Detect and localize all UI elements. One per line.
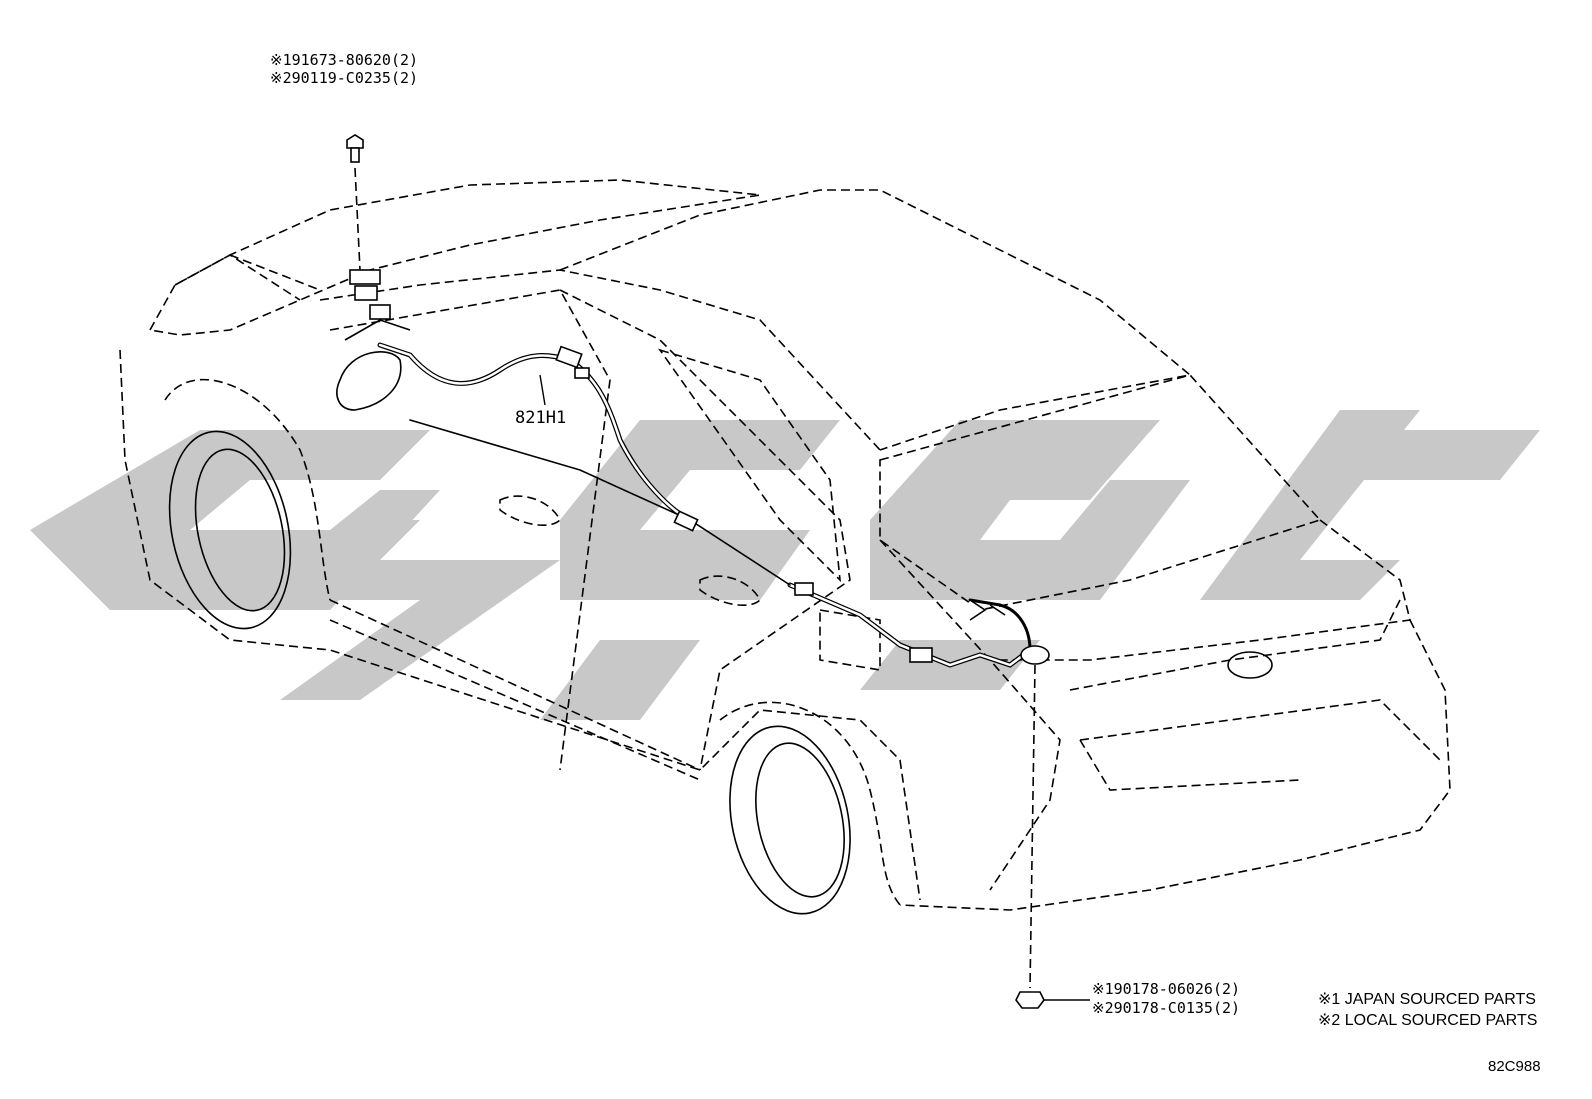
rear-window bbox=[879, 374, 1322, 611]
bottom-fastener-mark-2: ※2 bbox=[1092, 999, 1114, 1017]
connector-rear-1 bbox=[794, 582, 814, 596]
legend-note-local: ※2 LOCAL SOURCED PARTS bbox=[1318, 1012, 1538, 1029]
mirror-and-emblem bbox=[336, 319, 1273, 679]
watermark-shape-2 bbox=[280, 520, 560, 700]
harness-rear-segment-inner bbox=[788, 583, 1032, 667]
front-door-handle bbox=[499, 495, 561, 526]
connector-mid bbox=[673, 510, 699, 532]
rear-wheel bbox=[729, 725, 851, 915]
wheels bbox=[168, 430, 851, 915]
top-fastener-part-1: 91673-80620(2) bbox=[291, 51, 419, 69]
rear-bracket bbox=[969, 599, 1006, 621]
rear-wheel-inner bbox=[755, 742, 845, 898]
bottom-fastener-label-1: ※190178-06026(2) bbox=[1092, 981, 1240, 998]
harness-leader-line bbox=[539, 374, 546, 406]
front-wheel-arch bbox=[164, 378, 331, 601]
front-wheel-inner bbox=[194, 448, 286, 612]
harness-rear-branch bbox=[968, 598, 1032, 652]
connectors bbox=[555, 345, 1050, 665]
top-fastener-label-1: ※191673-80620(2) bbox=[270, 52, 418, 69]
roof-outline bbox=[559, 189, 1192, 451]
rear-wheel-arch bbox=[719, 701, 901, 906]
front-door bbox=[329, 289, 611, 771]
top-leader-line bbox=[354, 167, 361, 271]
rear-door-handle bbox=[699, 575, 761, 606]
rear-door bbox=[559, 289, 851, 771]
connector-rear-2 bbox=[909, 647, 933, 663]
front-wheel bbox=[168, 430, 292, 630]
top-fastener-mark-2: ※2 bbox=[270, 69, 292, 87]
connector-front bbox=[555, 345, 583, 369]
bottom-fastener-part-2: 90178-C0135(2) bbox=[1113, 999, 1241, 1017]
watermark-logo bbox=[30, 410, 1540, 720]
vehicle-outline bbox=[119, 179, 1451, 911]
bottom-fastener bbox=[1015, 664, 1090, 1009]
grommet-upper bbox=[349, 269, 381, 285]
harness-leader bbox=[539, 374, 546, 406]
top-bolt-head bbox=[346, 134, 364, 149]
watermark-shape-3 bbox=[560, 420, 840, 600]
harness-sill-run bbox=[409, 419, 791, 586]
connector-front-2 bbox=[574, 367, 590, 379]
rear-panel-lower bbox=[1079, 699, 1441, 791]
rear-emblem bbox=[1227, 651, 1273, 679]
bottom-fastener-part-1: 90178-06026(2) bbox=[1113, 980, 1241, 998]
bottom-fastener-label-2: ※290178-C0135(2) bbox=[1092, 1000, 1240, 1017]
rear-lamp-strip bbox=[1069, 599, 1401, 691]
bottom-fastener-mark-1: ※1 bbox=[1092, 980, 1114, 998]
grommet-lower bbox=[369, 304, 391, 320]
harness-callout: 821H1 bbox=[515, 408, 567, 428]
rear-quarter-glass bbox=[658, 348, 842, 583]
side-mirror bbox=[336, 351, 402, 411]
bottom-leader-line bbox=[1029, 664, 1036, 989]
hood-outline bbox=[148, 179, 761, 336]
rear-quarter-body bbox=[879, 539, 1061, 891]
ground-point-rear bbox=[1020, 645, 1050, 665]
top-fastener-part-2: 90119-C0235(2) bbox=[291, 69, 419, 87]
watermark-shape-7 bbox=[1340, 430, 1540, 480]
fuel-door bbox=[819, 609, 881, 671]
mirror-arm bbox=[344, 319, 411, 341]
top-bolt-shank bbox=[350, 147, 360, 163]
windshield bbox=[319, 269, 881, 451]
top-fastener bbox=[346, 134, 364, 271]
top-fastener-mark-1: ※1 bbox=[270, 51, 292, 69]
hood-crease bbox=[174, 254, 321, 301]
grommet-mid bbox=[354, 285, 378, 301]
trunk-lid bbox=[990, 519, 1411, 661]
side-lower-sill bbox=[329, 599, 701, 781]
bottom-nut bbox=[1015, 991, 1045, 1009]
watermark-shape-4 bbox=[540, 640, 700, 720]
legend-note-japan: ※1 JAPAN SOURCED PARTS bbox=[1318, 991, 1536, 1008]
side-body-line bbox=[119, 349, 921, 901]
top-fastener-label-2: ※290119-C0235(2) bbox=[270, 70, 418, 87]
rear-bumper bbox=[899, 619, 1451, 911]
roof-grommet bbox=[349, 269, 391, 320]
watermark-shape-5 bbox=[870, 420, 1190, 600]
diagram-code: 82C988 bbox=[1488, 1058, 1541, 1075]
